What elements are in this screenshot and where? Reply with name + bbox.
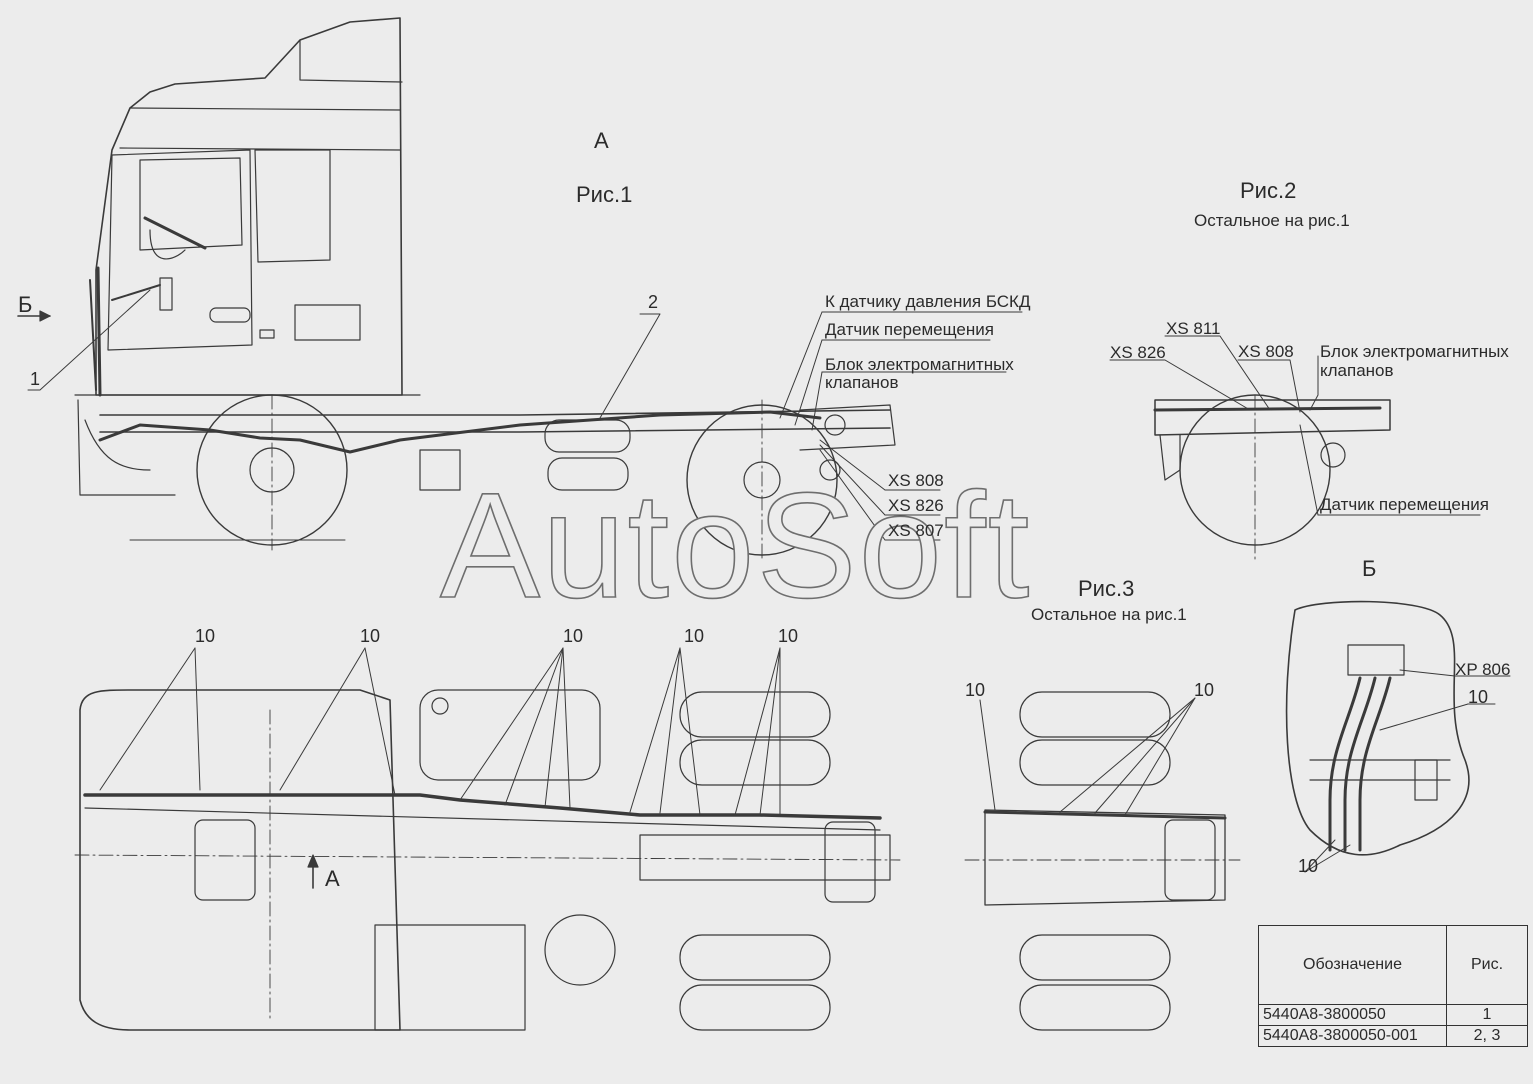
fig2-label-xs811: XS 811 [1166, 319, 1221, 338]
label-displacement-sensor: Датчик перемещения [825, 320, 994, 339]
fig3-plan-rear [964, 691, 1241, 1031]
position-10-b: 10 [360, 626, 381, 646]
position-10-a: 10 [195, 626, 216, 646]
header-figure: Рис. [1446, 925, 1528, 1005]
cell-designation: 5440А8-3800050-001 [1258, 1025, 1447, 1047]
label-xs807: XS 807 [888, 521, 944, 540]
view-b-position-10-upper: 10 [1468, 687, 1489, 707]
fig3-note: Остальное на рис.1 [1031, 605, 1187, 624]
label-xs826: XS 826 [888, 496, 944, 515]
view-b-position-10-lower: 10 [1298, 856, 1319, 876]
fig2-label-valve-block-line1: Блок электромагнитных [1320, 342, 1509, 361]
fig3-position-10-left: 10 [965, 680, 986, 700]
fig3-title: Рис.3 [1078, 576, 1135, 601]
label-valve-block-line1: Блок электромагнитных [825, 355, 1014, 374]
fig3-position-10-right: 10 [1194, 680, 1215, 700]
label-valve-block-line2: клапанов [825, 373, 899, 392]
fig2-label-xs826: XS 826 [1110, 343, 1166, 362]
view-a-title: А [594, 128, 609, 153]
label-xs808: XS 808 [888, 471, 944, 490]
arrow-a-label: А [325, 866, 340, 891]
designation-table: Обозначение Рис. 5440А8-3800050 1 5440А8… [1258, 925, 1528, 1047]
fig2-title: Рис.2 [1240, 178, 1297, 203]
position-10-d: 10 [684, 626, 705, 646]
cell-figure: 2, 3 [1446, 1025, 1528, 1047]
fig2-label-xs808: XS 808 [1238, 342, 1294, 361]
label-bskd-sensor: К датчику давления БСКД [825, 292, 1031, 311]
cell-figure: 1 [1446, 1004, 1528, 1026]
fig1-title: Рис.1 [576, 182, 633, 207]
side-view-truck [17, 17, 1023, 561]
view-b-title: Б [1362, 556, 1377, 581]
plan-view-chassis [74, 647, 901, 1031]
view-b-detail [1285, 600, 1511, 873]
table-row: 5440А8-3800050-001 2, 3 [1258, 1025, 1528, 1047]
position-10-c: 10 [563, 626, 584, 646]
position-2: 2 [648, 292, 659, 312]
header-designation: Обозначение [1258, 925, 1447, 1005]
table-header-row: Обозначение Рис. [1258, 925, 1528, 1005]
fig2-label-valve-block-line2: клапанов [1320, 361, 1394, 380]
fig2-note: Остальное на рис.1 [1194, 211, 1350, 230]
position-10-e: 10 [778, 626, 799, 646]
fig2-rear-chassis [1109, 335, 1481, 561]
arrow-b-label: Б [18, 292, 33, 317]
label-xp806: XP 806 [1455, 660, 1511, 679]
table-row: 5440А8-3800050 1 [1258, 1004, 1528, 1026]
cell-designation: 5440А8-3800050 [1258, 1004, 1447, 1026]
fig2-label-displacement-sensor: Датчик перемещения [1320, 495, 1489, 514]
position-1: 1 [30, 369, 41, 389]
